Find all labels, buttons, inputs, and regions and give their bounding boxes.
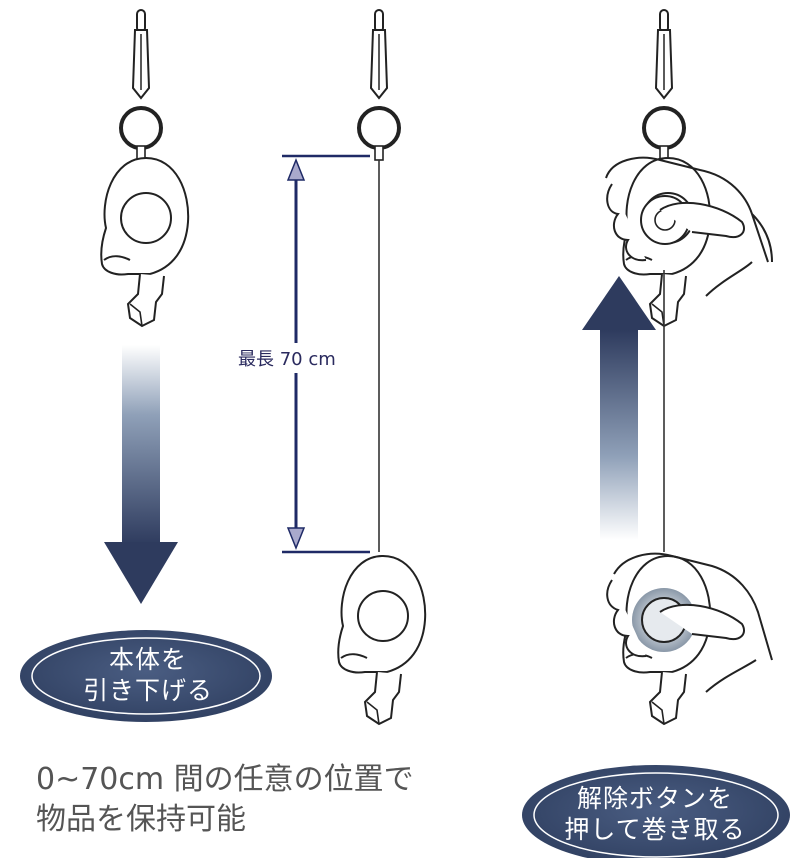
caption-line-2: 物品を保持可能	[36, 802, 246, 837]
pull-label-line-1: 本体を	[108, 645, 187, 674]
retract-label-pill	[522, 765, 790, 858]
device-column-extended	[337, 8, 427, 725]
device-column-retract	[605, 8, 773, 725]
down-arrow	[104, 345, 178, 604]
caption-line-1: 0~70cm 間の任意の位置で	[36, 762, 414, 797]
up-arrow	[582, 276, 656, 540]
pull-label: 本体を 引き下げる	[28, 644, 268, 706]
length-label: 最長 70 cm	[236, 343, 338, 373]
pull-label-line-2: 引き下げる	[82, 676, 213, 705]
retract-label-line-1: 解除ボタンを	[576, 784, 733, 813]
retract-label-line-2: 押して巻き取る	[564, 815, 746, 844]
retract-label: 解除ボタンを 押して巻き取る	[530, 783, 780, 845]
device-column-pull	[100, 8, 190, 327]
pull-label-pill	[20, 630, 272, 722]
caption: 0~70cm 間の任意の位置で 物品を保持可能	[36, 760, 456, 840]
